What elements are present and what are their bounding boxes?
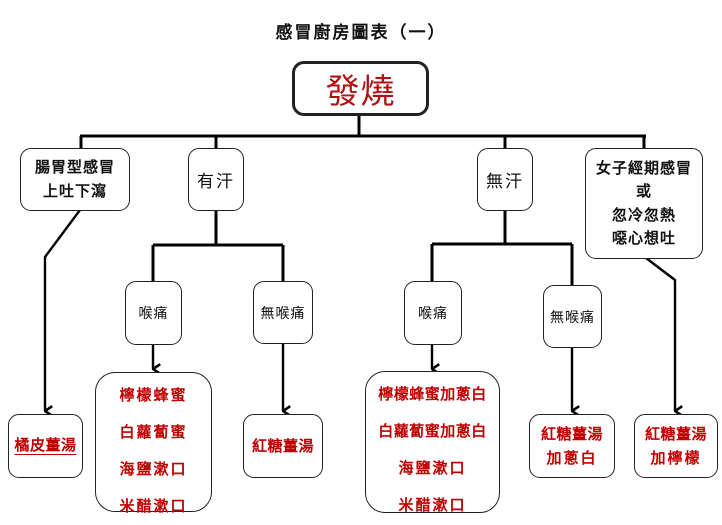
condition-nosweat: 無汗	[477, 148, 533, 211]
symptom-sweat-no-sore-throat: 無喉痛	[253, 281, 313, 344]
symptom-nosweat-sore-throat: 喉痛	[404, 281, 462, 345]
remedy-item: 加檸檬	[650, 449, 702, 467]
condition-nosweat-label: 無汗	[486, 172, 524, 192]
condition-menstrual-line-3: 忽冷忽熱	[611, 205, 676, 224]
remedy-item: 海鹽漱口	[119, 460, 188, 478]
remedy-item: 米醋漱口	[398, 496, 467, 514]
remedy-item: 加蔥白	[546, 449, 598, 467]
condition-menstrual-line-1: 女子經期感冒	[595, 159, 692, 177]
symptom-label: 喉痛	[418, 306, 448, 322]
remedy-item: 紅糖薑湯	[644, 425, 707, 443]
remedy-item: 白蘿蔔蜜	[119, 423, 188, 441]
symptom-label: 喉痛	[138, 306, 169, 322]
menstrual-to-remedy-line	[645, 257, 675, 411]
remedy-menstrual: 紅糖薑湯 加檸檬	[634, 414, 718, 478]
root-label: 發燒	[325, 72, 396, 112]
condition-menstrual-line-2: 或	[635, 182, 652, 201]
condition-menstrual: 女子經期感冒 或 忽冷忽熱 噁心想吐	[585, 148, 703, 259]
condition-menstrual-line-4: 噁心想吐	[611, 228, 676, 247]
condition-gastro-line-2: 上吐下瀉	[42, 181, 107, 200]
remedy-nosweat-no-sore-throat: 紅糖薑湯 加蔥白	[529, 414, 615, 478]
remedy-gastro: 橘皮薑湯	[8, 414, 83, 478]
symptom-label: 無喉痛	[260, 305, 306, 322]
remedy-item: 米醋漱口	[119, 497, 188, 515]
connector-lines	[43, 115, 722, 503]
symptom-nosweat-no-sore-throat: 無喉痛	[543, 285, 602, 348]
remedy-item: 白蘿蔔蜜加蔥白	[378, 422, 487, 440]
remedy-sweat-sore-throat: 檸檬蜂蜜 白蘿蔔蜜 海鹽漱口 米醋漱口	[95, 372, 212, 515]
chart-title: 感冒廚房圖表（一）	[275, 23, 447, 43]
remedy-item: 紅糖薑湯	[540, 425, 603, 443]
remedy-item: 紅糖薑湯	[251, 437, 314, 455]
remedy-item: 海鹽漱口	[398, 459, 467, 477]
root-node-fever: 發燒	[292, 61, 429, 116]
remedy-sweat-no-sore-throat: 紅糖薑湯	[243, 414, 323, 478]
gastro-to-remedy-line	[43, 209, 81, 411]
remedy-gastro-link[interactable]: 橘皮薑湯	[14, 436, 77, 454]
remedy-nosweat-sore-throat: 檸檬蜂蜜加蔥白 白蘿蔔蜜加蔥白 海鹽漱口 米醋漱口	[365, 371, 500, 514]
condition-gastro-line-1: 腸胃型感冒	[34, 158, 115, 177]
remedy-item: 檸檬蜂蜜	[119, 386, 188, 404]
remedy-item: 檸檬蜂蜜加蔥白	[378, 385, 487, 403]
symptom-sweat-sore-throat: 喉痛	[125, 281, 182, 345]
condition-gastro: 腸胃型感冒 上吐下瀉	[20, 148, 130, 211]
condition-sweat: 有汗	[188, 148, 244, 211]
symptom-label: 無喉痛	[550, 309, 595, 326]
condition-sweat-label: 有汗	[197, 172, 235, 192]
